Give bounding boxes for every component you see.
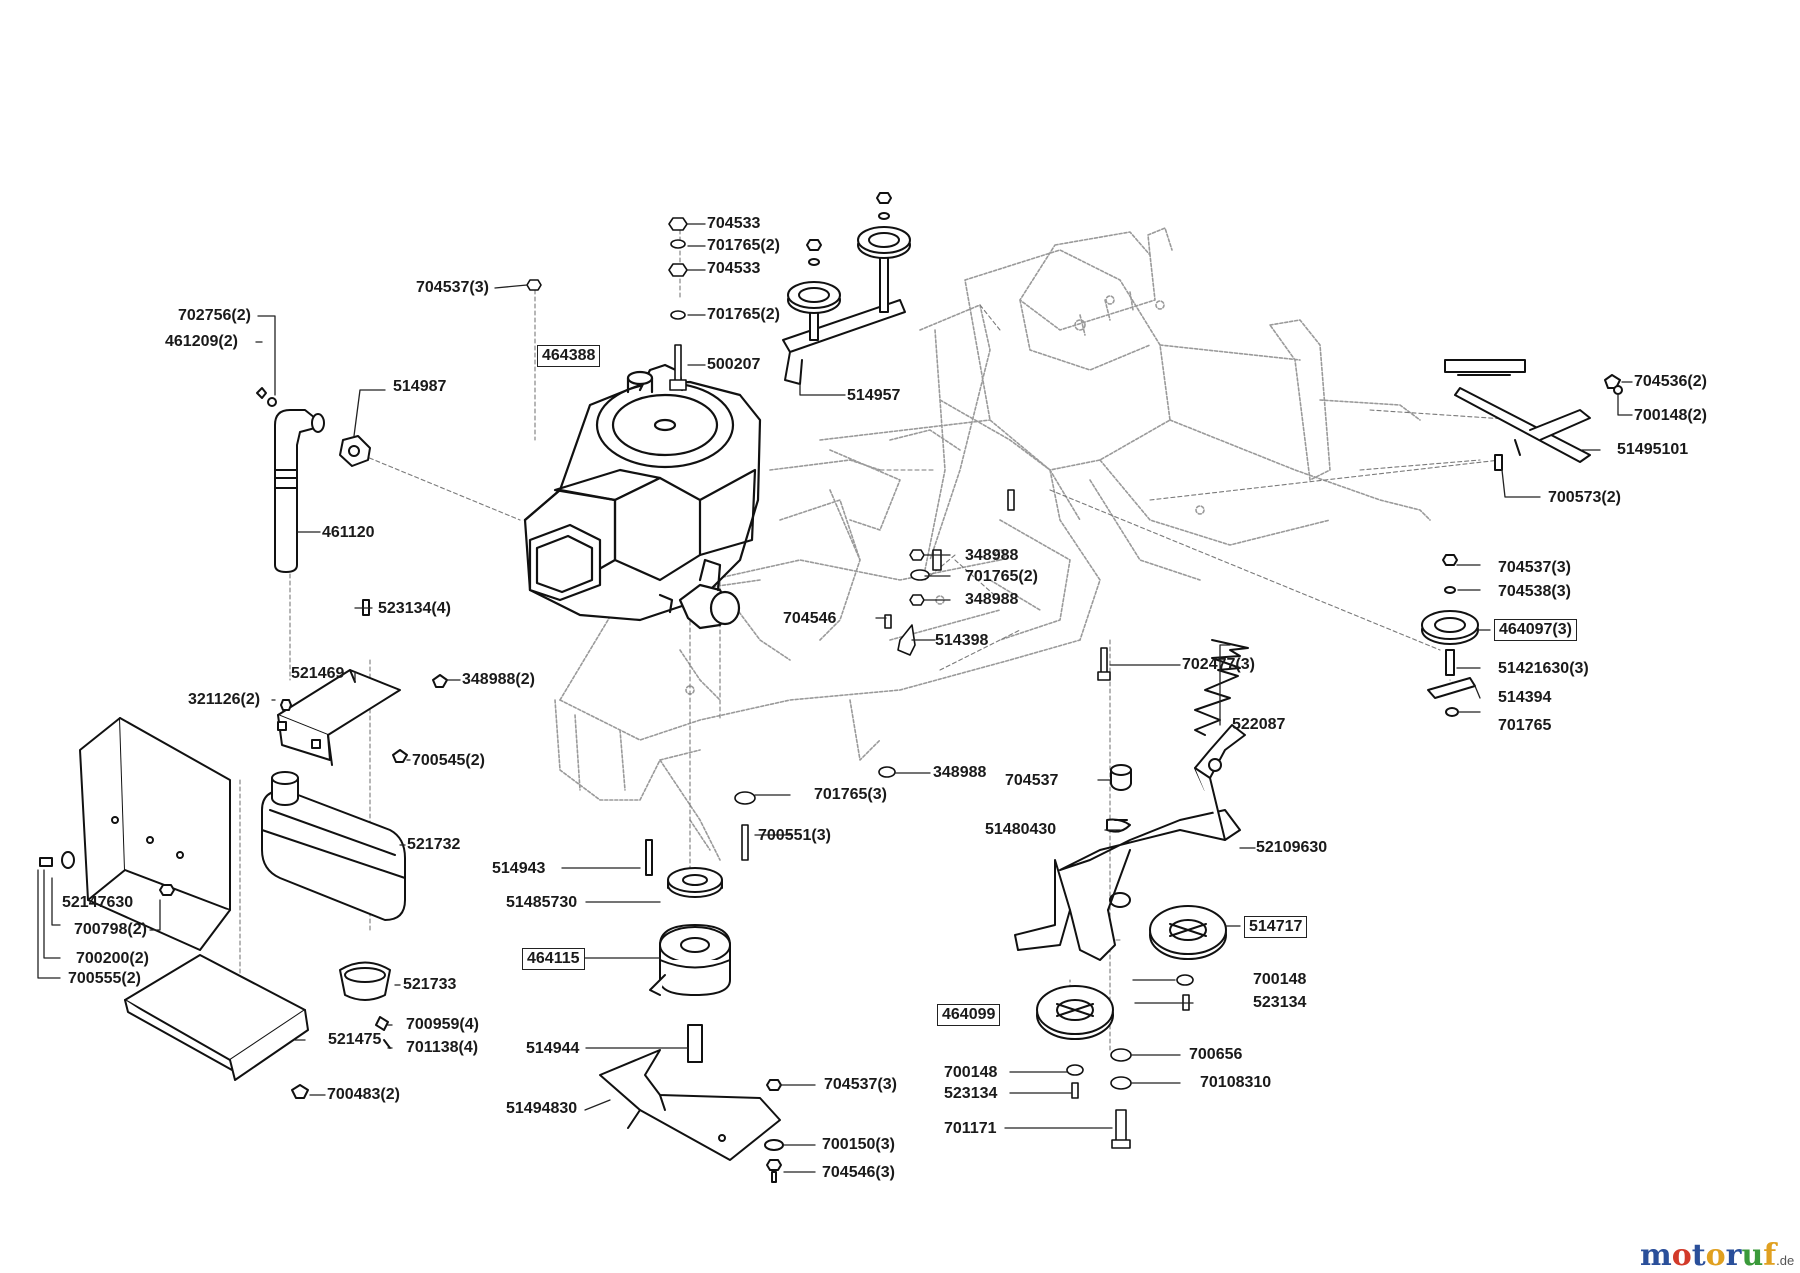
part-label: 521475 [328,1031,382,1048]
part-label: 700148 [1253,971,1307,988]
part-label: 52147630 [62,894,134,911]
watermark-tld: .de [1776,1253,1795,1268]
watermark-letter: f [1763,1238,1777,1273]
part-label: 700150(3) [822,1136,895,1153]
part-label: 701765(2) [707,306,780,323]
part-label: 522087 [1232,716,1286,733]
bracket-521469 [277,599,448,766]
part-label: 704536(2) [1634,373,1707,390]
part-label: 702756(2) [178,307,251,324]
part-label: 700483(2) [327,1086,400,1103]
tensioner-assembly [1014,639,1249,1040]
part-label: 51494830 [506,1100,578,1117]
part-label: 514944 [526,1040,580,1057]
part-label: 701765(2) [965,568,1038,585]
part-label: 51485730 [506,894,578,911]
part-label: 51480430 [985,821,1057,838]
part-label: 700573(2) [1548,489,1621,506]
part-label: 523134 [1253,994,1307,1011]
pulley-464097 [1421,554,1479,717]
part-label: 700798(2) [74,921,147,938]
watermark-letter: o [1671,1238,1692,1273]
part-label: 348988(2) [462,671,535,688]
part-label: 521732 [407,836,461,853]
clutch-assembly [645,839,731,1063]
part-label: 523134 [944,1085,998,1102]
part-label: 523134(4) [378,600,451,617]
part-label: 701171 [944,1120,997,1137]
assembly-guide-lines [239,229,1521,1051]
part-label: 700148(2) [1634,407,1707,424]
part-label: 704533 [707,260,761,277]
part-label: 704537(3) [1498,559,1571,576]
watermark-letter: o [1705,1238,1726,1273]
exhaust-pipe-461120 [256,387,371,573]
part-label: 701765(3) [814,786,887,803]
part-label: 514987 [393,378,447,395]
part-label: 701765 [1498,717,1552,734]
engine-464388 [523,363,762,630]
part-label: 700200(2) [76,950,149,967]
part-label-boxed: 464388 [537,345,601,367]
bracket-51495101 [1444,359,1623,471]
part-label: 521469 [291,665,345,682]
part-label: 700551(3) [758,827,831,844]
watermark-letter: u [1741,1238,1764,1273]
part-label-boxed: 514717 [1244,916,1308,938]
watermark-text: motoruf [1640,1238,1776,1273]
part-label: 704546(3) [822,1164,895,1181]
watermark-letter: t [1691,1238,1706,1273]
chassis-frame [554,227,1431,861]
part-label: 514957 [847,387,901,404]
part-label: 461120 [322,524,375,541]
part-label: 702477(3) [1182,656,1255,673]
cover-521475 [124,954,309,1099]
part-label: 514943 [492,860,546,877]
part-label: 70108310 [1200,1074,1272,1091]
bottom-right-fasteners [734,766,1194,1149]
part-label: 348988 [933,764,987,781]
part-label-boxed: 464099 [937,1004,1001,1026]
part-label: 700545(2) [412,752,485,769]
part-label: 461209(2) [165,333,238,350]
part-label: 704537(3) [824,1076,897,1093]
part-label: 700959(4) [406,1016,479,1033]
part-label: 704546 [783,610,837,627]
part-label-boxed: 464097(3) [1494,619,1577,641]
watermark-letter: m [1640,1238,1672,1273]
part-label: 700555(2) [68,970,141,987]
part-label: 514394 [1498,689,1552,706]
part-label: 701138(4) [406,1039,479,1056]
leader-lines [37,223,1633,1173]
part-label: 348988 [965,591,1019,608]
watermark-logo[interactable]: motoruf.de [1640,1238,1794,1273]
part-label: 700656 [1189,1046,1243,1063]
top-fastener-stack [526,217,688,391]
part-label: 704537 [1005,772,1059,789]
part-label: 348988 [965,547,1019,564]
clutch-bracket-51494830 [599,1049,784,1183]
heat-shield-52147630 [39,717,231,951]
watermark-letter: r [1725,1238,1742,1273]
muffler-521732 [261,771,406,1049]
part-label: 500207 [707,356,761,373]
pulley-bracket-514957 [782,192,911,385]
part-label: 521733 [403,976,457,993]
part-label: 701765(2) [707,237,780,254]
part-label: 51421630(3) [1498,660,1589,677]
part-label-boxed: 464115 [522,948,585,970]
part-label: 514398 [935,632,989,649]
part-label: 52109630 [1256,839,1328,856]
part-label: 704537(3) [416,279,489,296]
part-label: 321126(2) [188,691,261,708]
part-label: 51495101 [1617,441,1689,458]
part-label: 704538(3) [1498,583,1571,600]
part-label: 700148 [944,1064,998,1081]
part-label: 704533 [707,215,761,232]
